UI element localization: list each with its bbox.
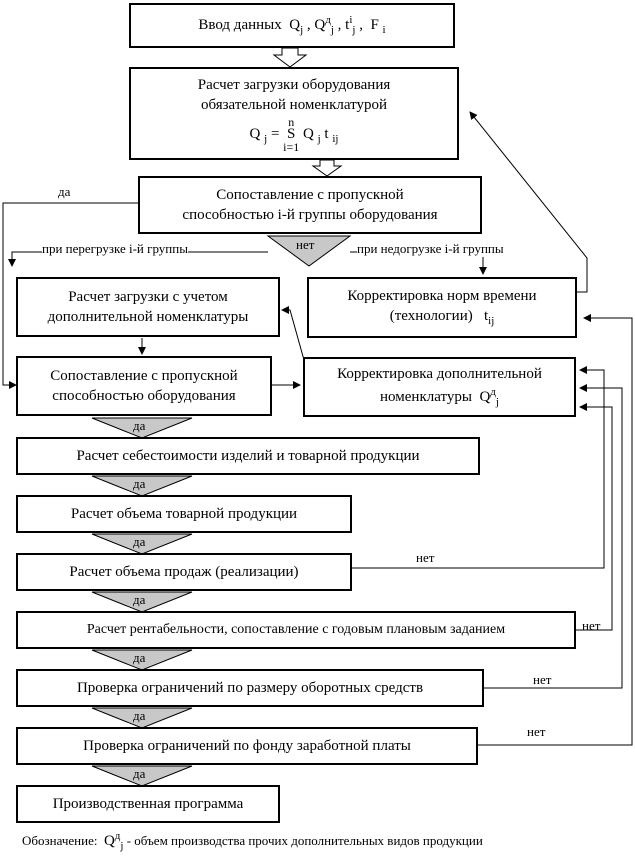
label-yes-2: да	[133, 476, 146, 491]
calc-load-line2: обязательной номенклатурой	[200, 96, 388, 113]
label-no-wage: нет	[527, 724, 546, 739]
calc-extra-line1: Расчет загрузки с учетом	[68, 288, 228, 305]
cost-label: Расчет себестоимости изделий и товарной …	[76, 447, 420, 464]
label-no-capital: нет	[533, 672, 552, 687]
label-no-sales: нет	[416, 550, 435, 565]
connector-yes-left	[2, 202, 138, 389]
label-yes-5: да	[133, 650, 146, 665]
label-yes-3: да	[133, 534, 146, 549]
legend-text: - объем производства прочих дополнительн…	[126, 833, 483, 848]
wage-fund-label: Проверка ограничений по фонду заработной…	[83, 737, 411, 754]
correct-time-line2: (технологии)	[389, 308, 473, 325]
connector-capital-no	[484, 384, 623, 689]
label-underload: при недогрузке i-й группы	[357, 241, 504, 257]
sales-label: Расчет объема продаж (реализации)	[69, 563, 299, 580]
label-no-center: нет	[296, 237, 315, 252]
compare-group-box: Сопоставление с пропускной способностью …	[138, 176, 482, 234]
label-yes-4: да	[133, 592, 146, 607]
connector-wage-no	[478, 314, 633, 746]
hollow-arrow-2	[311, 159, 343, 177]
commodity-label: Расчет объема товарной продукции	[70, 505, 298, 522]
profit-label: Расчет рентабельности, сопоставление с г…	[86, 621, 506, 637]
compare-cap-line2: способностью оборудования	[52, 388, 236, 404]
label-yes-7: да	[133, 766, 146, 781]
correct-extra-line2: номенклатуры	[380, 388, 472, 405]
label-yes-6: да	[133, 708, 146, 723]
sales-box: Расчет объема продаж (реализации)	[16, 553, 352, 591]
correct-time-line1: Корректировка норм времени	[347, 287, 537, 304]
commodity-box: Расчет объема товарной продукции	[16, 495, 352, 533]
label-overload: при перегрузке i-й группы	[42, 241, 188, 257]
correct-time-formula: tij	[483, 308, 495, 328]
compare-group-line2: способностью i-й группы оборудования	[182, 207, 438, 223]
triangle-yes-4	[91, 591, 193, 613]
calc-extra-line2: дополнительной номенклатуры	[47, 309, 249, 325]
hollow-arrow-1	[272, 47, 308, 68]
working-capital-box: Проверка ограничений по размеру оборотны…	[16, 669, 484, 707]
program-box: Производственная программа	[16, 785, 280, 823]
compare-cap-line1: Сопоставление с пропускной	[50, 367, 238, 384]
triangle-yes-5	[91, 649, 193, 671]
input-data-label: Ввод данных	[198, 17, 282, 34]
calc-load-line1: Расчет загрузки оборудования	[197, 76, 391, 93]
triangle-yes-3	[91, 533, 193, 555]
legend-symbol: Qдj	[103, 830, 124, 852]
calc-extra-box: Расчет загрузки с учетом дополнительной …	[16, 277, 280, 337]
triangle-yes-2	[91, 475, 193, 497]
correct-time-box: Корректировка норм времени (технологии) …	[307, 277, 577, 338]
label-no-profit: нет	[582, 618, 601, 633]
calc-load-box: Расчет загрузки оборудования обязательно…	[129, 67, 459, 160]
connector-sales-no	[352, 366, 605, 569]
legend: Обозначение: Qдj - объем производства пр…	[22, 830, 483, 852]
cost-box: Расчет себестоимости изделий и товарной …	[16, 437, 480, 475]
connector-correct-to-extra	[281, 306, 305, 361]
label-yes-1: да	[133, 418, 146, 433]
correct-extra-line1: Корректировка дополнительной	[337, 366, 542, 383]
input-data-box: Ввод данных Qj , Qдj , tij , F i	[129, 3, 455, 48]
triangle-net	[266, 235, 352, 267]
triangle-yes-6	[91, 707, 193, 729]
profit-box: Расчет рентабельности, сопоставление с г…	[16, 611, 576, 649]
label-yes-left: да	[58, 184, 71, 199]
correct-extra-box: Корректировка дополнительной номенклатур…	[303, 357, 576, 417]
triangle-yes-1	[91, 417, 193, 439]
compare-cap-box: Сопоставление с пропускной способностью …	[16, 356, 272, 416]
correct-extra-formula: Qдj	[479, 385, 499, 408]
compare-group-line1: Сопоставление с пропускной	[216, 186, 404, 203]
triangle-yes-7	[91, 765, 193, 787]
connector-correct-time-up	[469, 111, 588, 293]
connector-profit-no	[576, 403, 613, 631]
legend-prefix: Обозначение:	[22, 833, 98, 848]
wage-fund-box: Проверка ограничений по фонду заработной…	[16, 727, 478, 765]
program-label: Производственная программа	[52, 795, 244, 812]
input-data-formula: Qj , Qдj , tij , F i	[289, 14, 386, 37]
working-capital-label: Проверка ограничений по размеру оборотны…	[76, 679, 424, 696]
